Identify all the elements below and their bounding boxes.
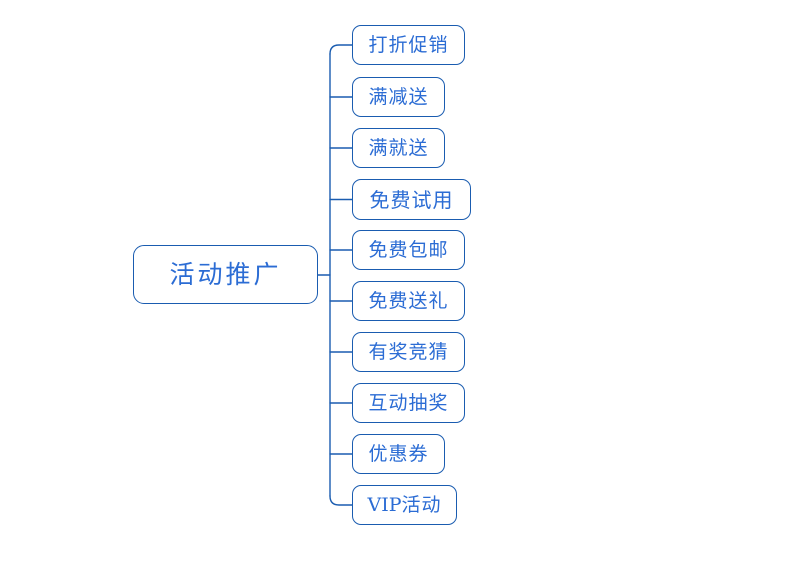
- child-node-label-4: 免费包邮: [368, 238, 449, 261]
- branch-line-0: [329, 44, 353, 55]
- child-node-label-5: 免费送礼: [368, 289, 449, 312]
- child-node-1[interactable]: 满减送: [352, 77, 445, 117]
- child-node-2[interactable]: 满就送: [352, 128, 445, 168]
- child-node-7[interactable]: 互动抽奖: [352, 383, 465, 423]
- node-label-latin: VIP: [367, 493, 402, 516]
- child-node-4[interactable]: 免费包邮: [352, 230, 465, 270]
- child-node-3[interactable]: 免费试用: [352, 179, 471, 220]
- child-node-label-7: 互动抽奖: [368, 391, 449, 414]
- child-node-label-8: 优惠券: [368, 442, 429, 465]
- child-node-8[interactable]: 优惠券: [352, 434, 445, 474]
- child-node-label-9: VIP活动: [367, 493, 442, 516]
- child-node-label-2: 满就送: [368, 136, 429, 159]
- child-node-label-6: 有奖竞猜: [368, 340, 449, 363]
- child-node-label-0: 打折促销: [368, 33, 449, 56]
- child-node-9[interactable]: VIP活动: [352, 485, 457, 525]
- child-node-6[interactable]: 有奖竞猜: [352, 332, 465, 372]
- child-node-label-3: 免费试用: [369, 187, 454, 212]
- root-node[interactable]: 活动推广: [133, 245, 318, 304]
- child-node-5[interactable]: 免费送礼: [352, 281, 465, 321]
- child-node-label-1: 满减送: [368, 85, 429, 108]
- branch-line-9: [329, 495, 353, 506]
- child-node-0[interactable]: 打折促销: [352, 25, 465, 65]
- root-node-label: 活动推广: [169, 260, 282, 289]
- node-label-cjk: 活动: [401, 493, 442, 516]
